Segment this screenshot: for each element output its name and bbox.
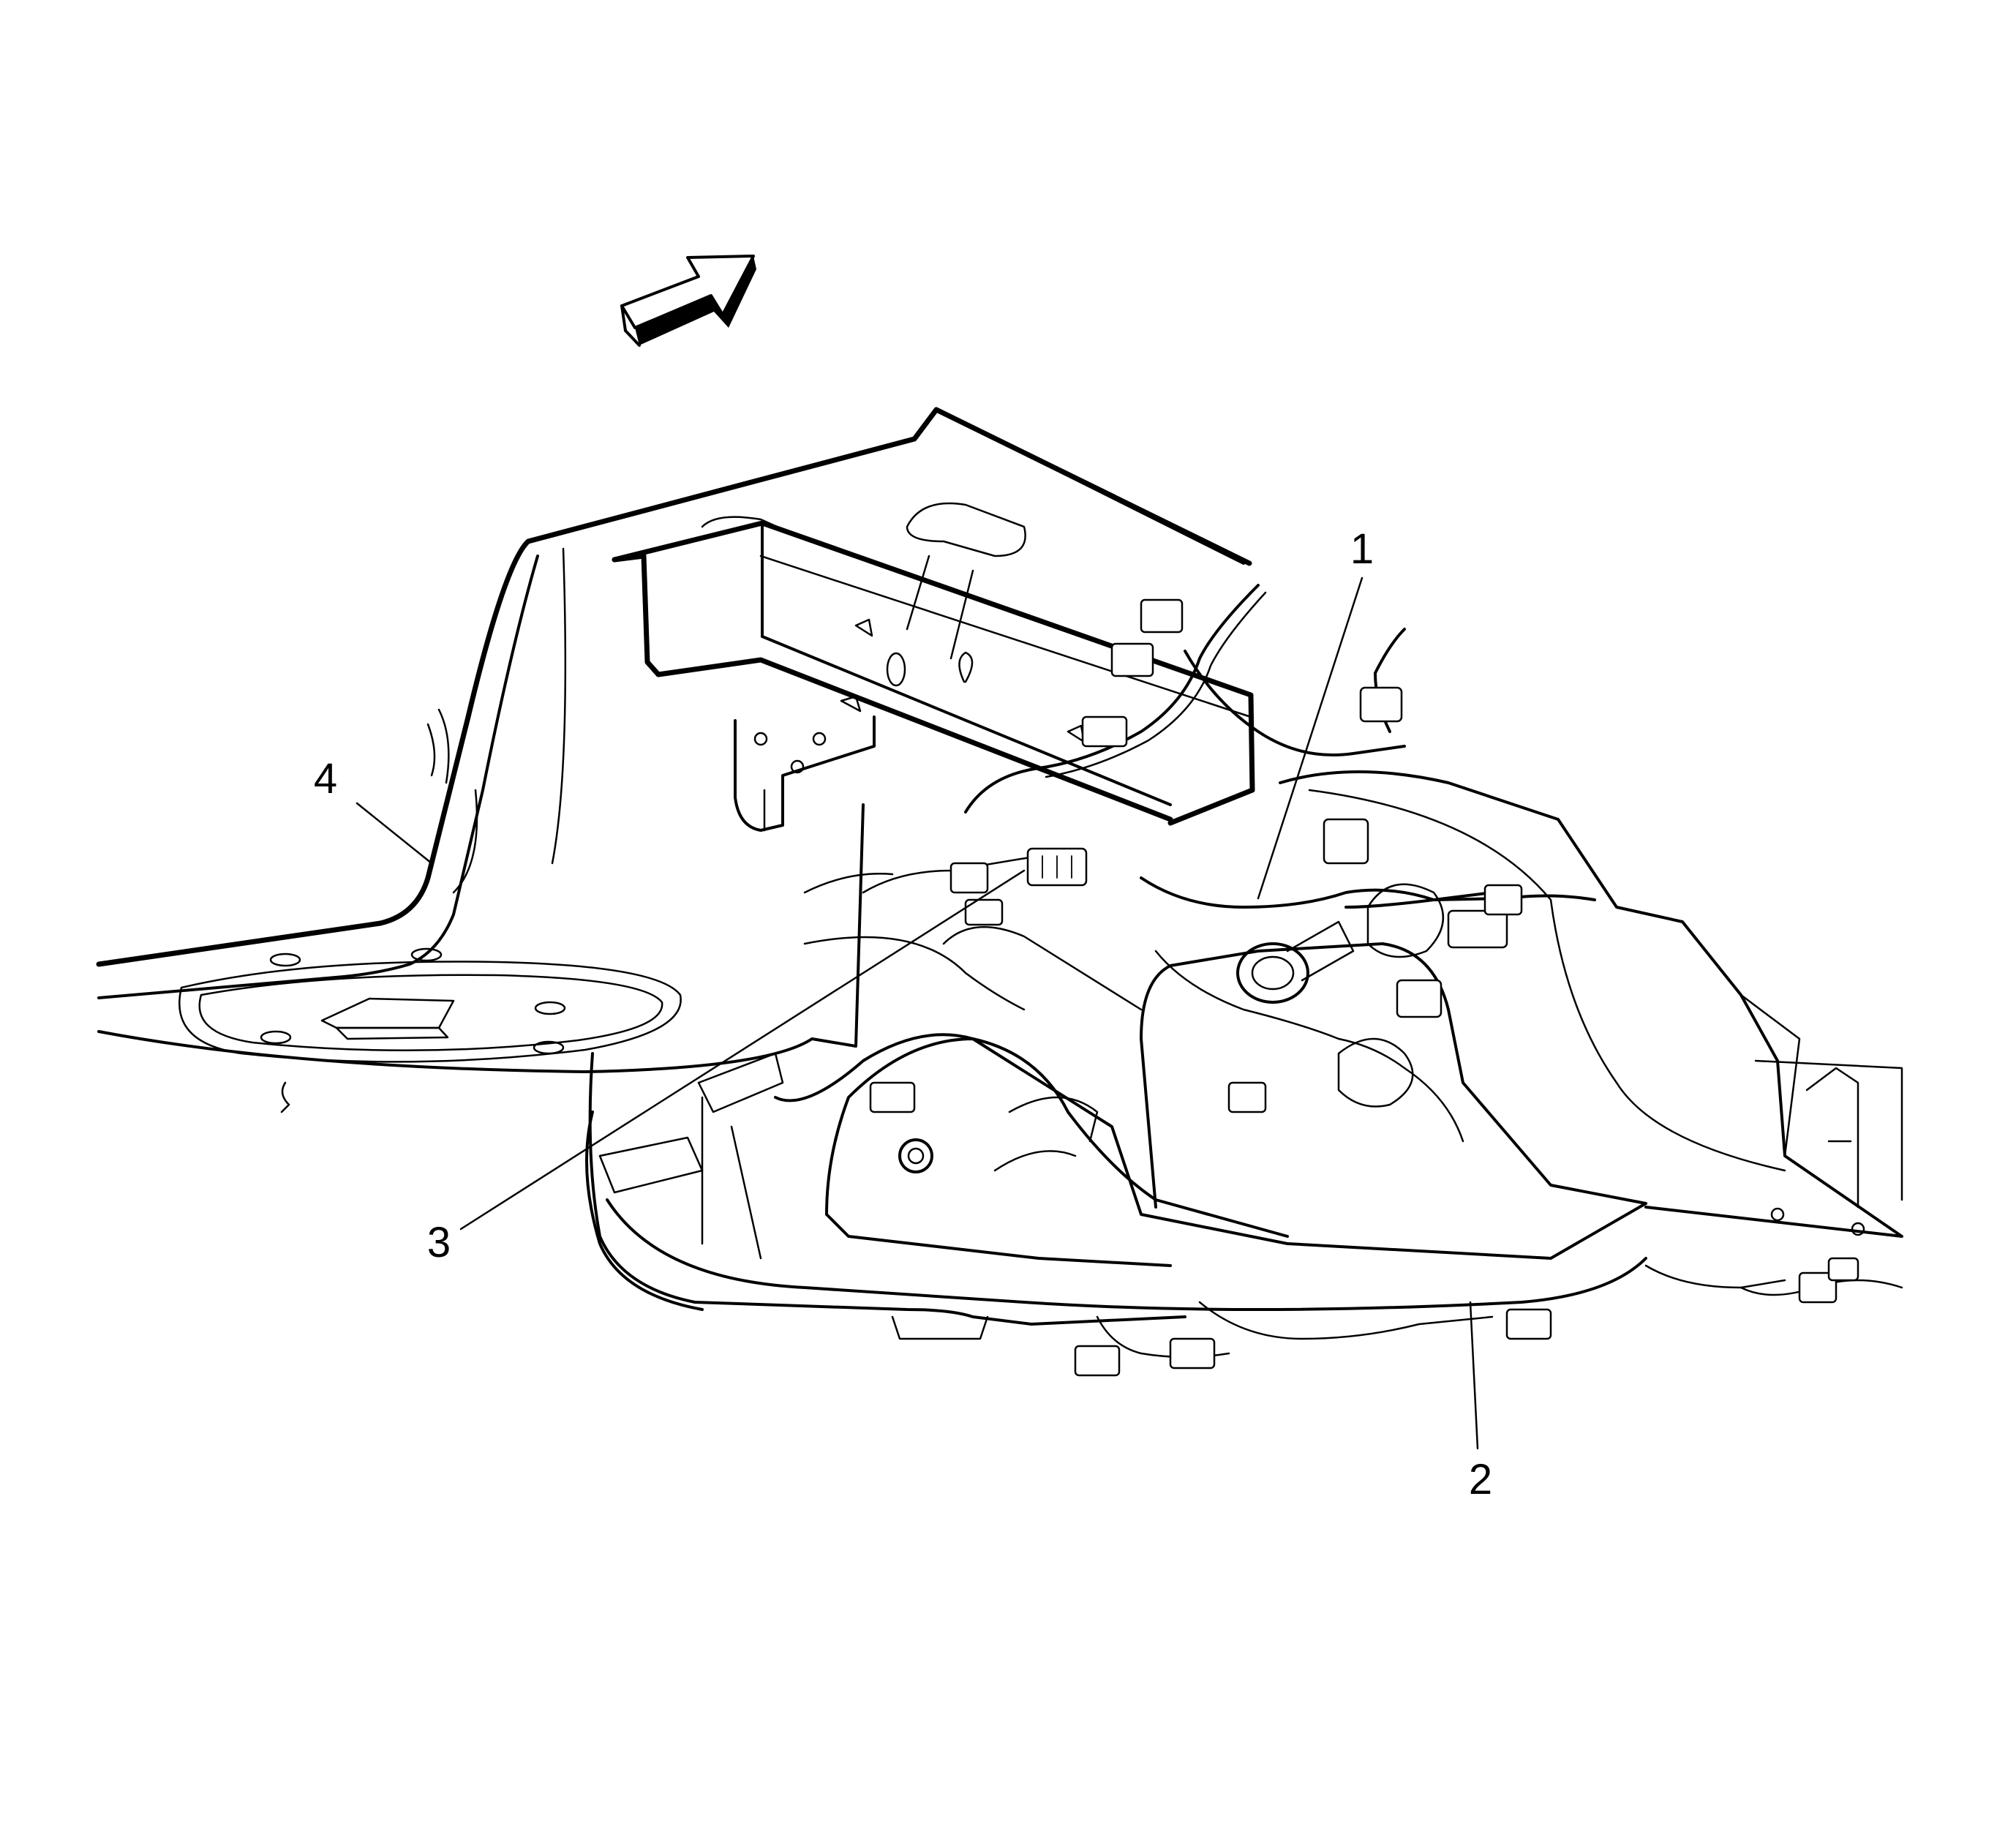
callout-1: 1 [1350,525,1374,573]
rear-crossmember [612,408,1255,826]
callout-3: 3 [427,1219,451,1266]
callout-4: 4 [314,755,337,803]
fuel-tank [585,770,1903,1340]
mounting-bracket [734,715,876,832]
direction-arrow-icon [620,255,756,347]
rear-compartment-panel [96,407,1252,1113]
connectors [869,598,1859,1377]
callouts: 1 2 3 4 [314,525,1492,1503]
wiring-harness [803,584,1903,1359]
callout-2: 2 [1469,1456,1492,1503]
leader-lines [356,576,1479,1450]
